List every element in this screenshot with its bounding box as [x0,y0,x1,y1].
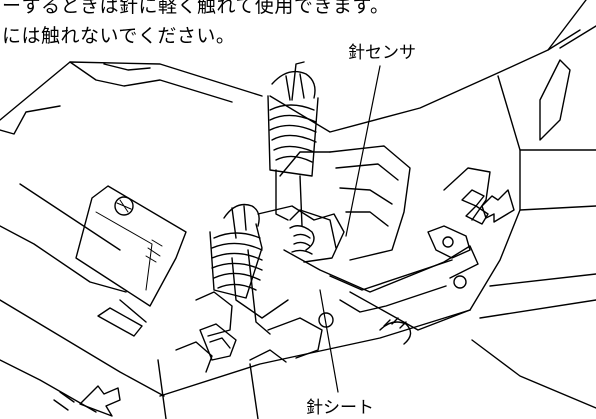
spring-column-right [268,62,318,226]
needle-sensor-label: 針センサ [348,43,416,63]
spring-column-left [210,205,270,335]
instruction-line-2: には触れないでください。 [2,25,236,47]
needle-mechanism [176,146,490,372]
direction-arrow-icon-lower [54,386,120,416]
direction-arrow-icon [482,190,514,222]
instruction-line-1: ーするときは針に軽く触れて使用できます。 [2,0,390,17]
leader-lines [320,66,380,392]
needle-sheet-label: 針シート [306,398,374,418]
label-plate [76,186,186,336]
